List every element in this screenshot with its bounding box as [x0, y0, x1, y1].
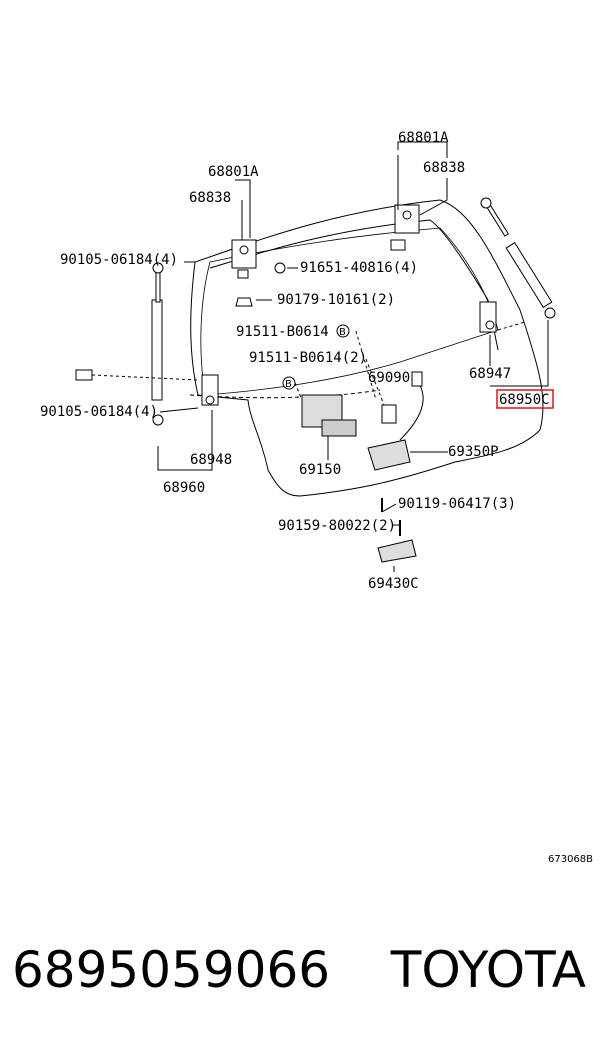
label-68801A-left: 68801A	[208, 164, 259, 180]
hinge-right	[390, 204, 420, 251]
label-69090: 69090	[368, 370, 410, 386]
label-90159: 90159-80022(2)	[278, 518, 396, 534]
svg-text:B: B	[339, 327, 346, 338]
leader-lines	[91, 141, 549, 572]
bracket-68948	[201, 374, 219, 406]
label-68948: 68948	[190, 452, 232, 468]
strut-right	[480, 197, 556, 319]
highlight-box-68950C	[496, 389, 554, 409]
strut-left	[151, 262, 164, 426]
bracket-68947	[479, 301, 497, 333]
lock-69350P	[367, 439, 411, 471]
switch-69090	[381, 404, 397, 424]
label-90105-b: 90105-06184(4)	[40, 404, 158, 420]
label-91511-b: 91511-B0614(2)	[249, 350, 367, 366]
bracket-69430C	[377, 539, 417, 563]
label-69150: 69150	[299, 462, 341, 478]
diagram-reference-code: 673068B	[548, 854, 593, 865]
label-69430C: 69430C	[368, 576, 419, 592]
label-68950C: 68950C	[499, 392, 550, 408]
connector	[411, 371, 423, 387]
callout-b-2: B	[282, 376, 296, 390]
door-glass-line	[200, 227, 499, 396]
back-door-outline	[190, 199, 544, 497]
bolt-90105	[75, 369, 93, 381]
label-90179: 90179-10161(2)	[277, 292, 395, 308]
label-91651: 91651-40816(4)	[300, 260, 418, 276]
hinge-left	[231, 239, 257, 279]
footer: 6895059066 TOYOTA	[0, 935, 600, 1015]
label-91511-a: 91511-B0614	[236, 324, 329, 340]
clip-90179	[235, 297, 253, 307]
part-number: 6895059066	[12, 941, 331, 999]
motor-69150	[301, 394, 357, 437]
label-90105-a: 90105-06184(4)	[60, 252, 178, 268]
label-90119: 90119-06417(3)	[398, 496, 516, 512]
label-68838-top: 68838	[423, 160, 465, 176]
bolt-91651	[274, 262, 286, 274]
callout-b-1: B	[336, 324, 350, 338]
label-68947: 68947	[469, 366, 511, 382]
label-68838-left: 68838	[189, 190, 231, 206]
svg-text:B: B	[285, 379, 292, 390]
label-68960: 68960	[163, 480, 205, 496]
cable	[399, 381, 424, 441]
brand-name: TOYOTA	[390, 941, 586, 999]
label-69350P: 69350P	[448, 444, 499, 460]
label-68801A-top: 68801A	[398, 130, 449, 146]
